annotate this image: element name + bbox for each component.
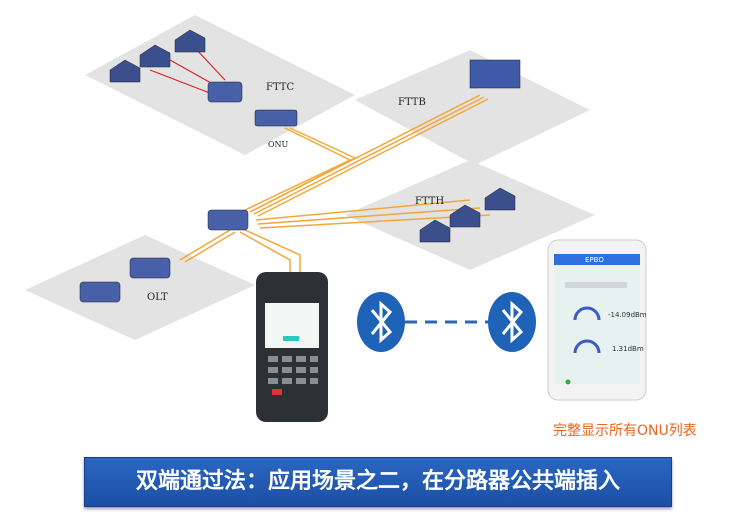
title-banner: 双端通过法：应用场景之二，在分路器公共端插入 — [84, 457, 672, 507]
house-icon — [449, 204, 481, 228]
onu-icon — [254, 109, 298, 127]
phone-reading-1: -14.09dBm — [608, 311, 647, 319]
splitter-icon — [207, 209, 249, 231]
house-icon — [174, 29, 206, 53]
olt-platform — [25, 235, 255, 340]
olt-label: OLT — [147, 292, 168, 303]
olt-icon — [79, 281, 121, 303]
phone-reading-2: 1.31dBm — [612, 345, 644, 353]
olt-icon — [129, 257, 171, 279]
bluetooth-icon — [488, 292, 536, 352]
house-icon — [484, 187, 516, 211]
router-icon — [207, 81, 243, 103]
fttb-label: FTTB — [398, 97, 426, 108]
house-icon — [419, 219, 451, 243]
house-icon — [109, 59, 141, 83]
bluetooth-icon — [357, 292, 405, 352]
handheld-tester-icon — [256, 272, 328, 422]
fttc-label: FTTC — [266, 82, 295, 93]
building-icon — [469, 59, 521, 89]
house-icon — [139, 44, 171, 68]
onu-label: ONU — [268, 140, 289, 149]
smartphone-icon — [547, 239, 647, 401]
phone-app-title: EPBO — [585, 256, 604, 264]
ftth-label: FTTH — [415, 196, 445, 207]
phone-caption: 完整显示所有ONU列表 — [553, 423, 697, 439]
